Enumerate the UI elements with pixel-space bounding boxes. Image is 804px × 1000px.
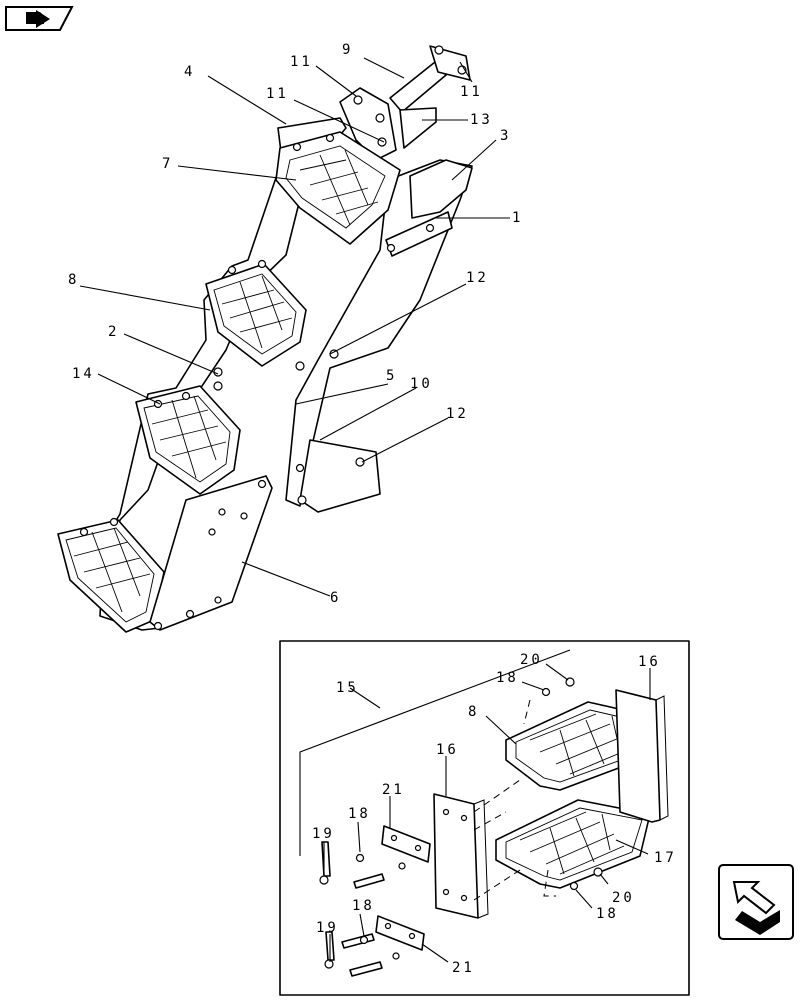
callout-8: 8	[468, 704, 479, 720]
bottom-step	[57, 517, 165, 633]
right-plate-16	[615, 689, 661, 823]
callout-19: 19	[312, 826, 335, 842]
callout-12: 12	[446, 406, 469, 422]
plate-6	[149, 475, 273, 631]
step-8	[205, 259, 307, 367]
plate-13	[399, 107, 437, 149]
callout-1: 1	[512, 210, 523, 226]
callout-18: 18	[348, 806, 371, 822]
callout-11: 11	[290, 54, 313, 70]
pivot-shaft	[389, 45, 471, 113]
callout-18: 18	[496, 670, 519, 686]
callout-5: 5	[386, 368, 397, 384]
callout-2: 2	[108, 324, 119, 340]
callout-4: 4	[184, 64, 195, 80]
step-7	[275, 131, 401, 245]
callout-16: 16	[638, 654, 661, 670]
callout-19: 19	[316, 920, 339, 936]
detail-inset	[299, 649, 669, 977]
callout-18: 18	[596, 906, 619, 922]
callout-21: 21	[382, 782, 405, 798]
callout-11: 11	[460, 84, 483, 100]
left-plate-16	[433, 793, 479, 919]
callout-11: 11	[266, 86, 289, 102]
callout-7: 7	[162, 156, 173, 172]
callout-21: 21	[452, 960, 475, 976]
inset-step-8	[505, 701, 651, 791]
mount-bracket-10	[299, 439, 381, 513]
callout-9: 9	[342, 42, 353, 58]
callout-leaders-upper	[79, 57, 510, 597]
callout-16: 16	[436, 742, 459, 758]
step-14	[135, 385, 241, 495]
callout-6: 6	[330, 590, 341, 606]
previous-page-icon[interactable]	[5, 6, 74, 31]
callout-20: 20	[612, 890, 635, 906]
callout-10: 10	[410, 376, 433, 392]
callout-20: 20	[520, 652, 543, 668]
callout-15: 15	[336, 680, 359, 696]
callout-17: 17	[654, 850, 677, 866]
callout-14: 14	[72, 366, 95, 382]
callout-8: 8	[68, 272, 79, 288]
next-page-icon[interactable]	[718, 864, 794, 940]
step-ladder-assembly	[57, 45, 473, 633]
callout-18: 18	[352, 898, 375, 914]
bracket-3	[409, 159, 473, 219]
callout-3: 3	[500, 128, 511, 144]
callout-12: 12	[466, 270, 489, 286]
callout-13: 13	[470, 112, 493, 128]
